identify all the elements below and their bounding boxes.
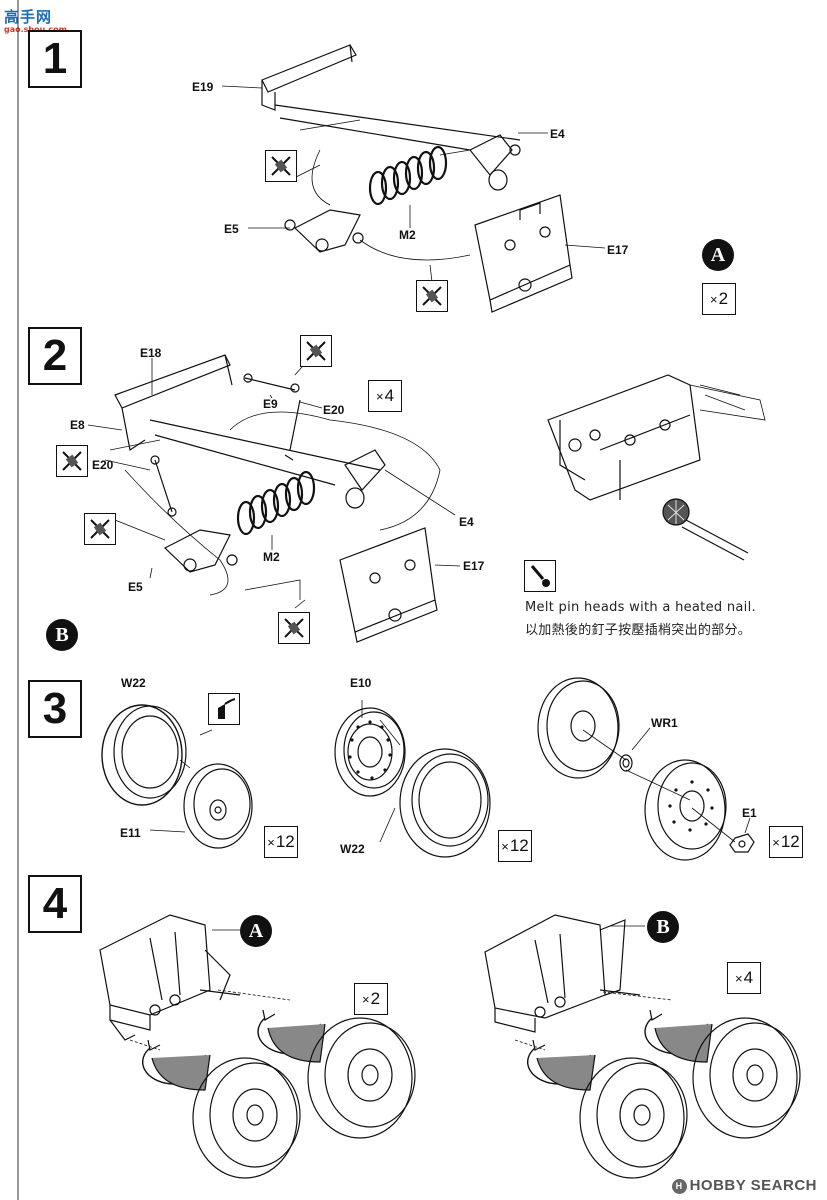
part-label-e19: E19 — [192, 80, 214, 94]
part-label-e4: E4 — [550, 127, 565, 141]
step-number-1: 1 — [28, 30, 82, 88]
quantity-badge-step2: ×4 — [368, 380, 402, 412]
part-label-w22-left: W22 — [121, 676, 146, 690]
part-label-e20-left: E20 — [92, 458, 114, 472]
heated-nail-icon — [524, 560, 556, 592]
watermark-cn: 高手网 — [4, 8, 53, 26]
quantity-badge-step1: ×2 — [702, 283, 736, 315]
part-label-e1: E1 — [742, 806, 757, 820]
quantity-step4-a-text: 2 — [370, 989, 381, 1008]
step-number-4-text: 4 — [42, 879, 68, 928]
quantity-step1-text: 2 — [718, 289, 729, 308]
no-glue-icon — [416, 280, 448, 312]
assembly-marker-b: B — [46, 619, 78, 651]
part-label-e18: E18 — [140, 346, 162, 360]
part-label-e17: E17 — [607, 243, 629, 257]
note-english: Melt pin heads with a heated nail. — [525, 600, 756, 615]
note-chinese: 以加熱後的釘子按壓插梢突出的部分。 — [525, 623, 752, 638]
step1-assembly — [221, 44, 606, 313]
step3-wheels — [101, 677, 755, 861]
assembly-marker-a-step4: A — [240, 915, 272, 947]
watermark-url: gao.shou.com — [4, 25, 67, 34]
assembly-marker-a: A — [702, 239, 734, 271]
part-label-m2: M2 — [263, 550, 280, 564]
glue-icon — [208, 693, 240, 725]
quantity-step4-b-text: 4 — [743, 968, 754, 987]
part-label-e10: E10 — [350, 676, 372, 690]
part-label-e11: E11 — [120, 826, 141, 840]
part-label-e17: E17 — [463, 559, 485, 573]
no-glue-icon — [300, 335, 332, 367]
part-label-m2: M2 — [399, 228, 416, 242]
part-label-e5: E5 — [224, 222, 239, 236]
step-number-2-text: 2 — [42, 331, 68, 380]
quantity-badge-step3-a: ×12 — [264, 826, 298, 858]
watermark-hobbysearch-text: HOBBY SEARCH — [689, 1177, 817, 1194]
part-label-e9: E9 — [263, 397, 278, 411]
no-glue-icon — [265, 150, 297, 182]
part-label-e4: E4 — [459, 515, 474, 529]
assembly-marker-a-step4-text: A — [248, 919, 264, 942]
quantity-step3-c-text: 12 — [780, 832, 800, 851]
step2-detail — [547, 374, 766, 561]
watermark-logo: 高手网 gao.shou.com — [4, 6, 67, 34]
step4-assembly — [99, 914, 801, 1179]
step2-assembly — [87, 351, 461, 643]
step-number-3: 3 — [28, 680, 82, 738]
part-label-e8: E8 — [70, 418, 85, 432]
quantity-step3-a-text: 12 — [275, 832, 295, 851]
quantity-step2-text: 4 — [384, 386, 395, 405]
no-glue-icon — [278, 612, 310, 644]
step-number-2: 2 — [28, 327, 82, 385]
no-glue-icon — [84, 513, 116, 545]
assembly-marker-b-step4: B — [647, 911, 679, 943]
quantity-badge-step4-b: ×4 — [727, 962, 761, 994]
assembly-marker-a-text: A — [710, 243, 726, 266]
step-number-3-text: 3 — [42, 684, 68, 733]
quantity-step3-b-text: 12 — [509, 836, 529, 855]
step-number-1-text: 1 — [42, 34, 68, 83]
assembly-marker-b-text: B — [55, 623, 69, 646]
quantity-badge-step3-c: ×12 — [769, 826, 803, 858]
part-label-w22-right: W22 — [340, 842, 365, 856]
no-glue-icon — [56, 445, 88, 477]
quantity-badge-step3-b: ×12 — [498, 830, 532, 862]
quantity-badge-step4-a: ×2 — [354, 983, 388, 1015]
part-label-e20-right: E20 — [323, 403, 345, 417]
step-number-4: 4 — [28, 875, 82, 933]
assembly-marker-b-step4-text: B — [656, 915, 670, 938]
part-label-e5: E5 — [128, 580, 143, 594]
part-label-wr1: WR1 — [651, 716, 678, 730]
